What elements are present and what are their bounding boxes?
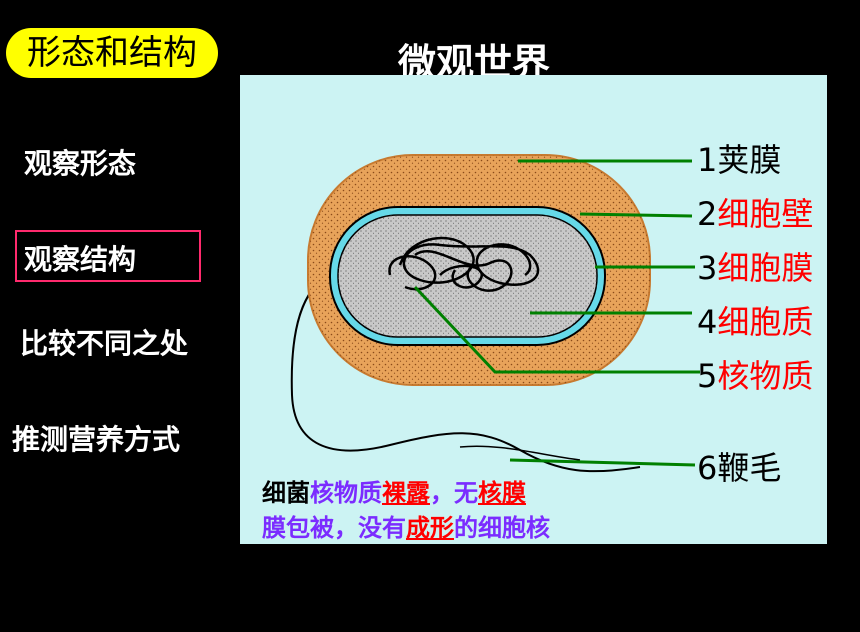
label-cytoplasm: 4细胞质 [697,297,813,343]
label-cell-wall: 2细胞壁 [697,189,813,235]
pointer-flagellum [509,458,696,467]
flagellum [290,272,641,473]
nuclear-material [388,236,540,292]
label-capsule: 1荚膜 [697,135,781,181]
label-flagellum: 6鞭毛 [697,443,781,489]
menu-observe-structure[interactable]: 观察结构 [24,243,137,276]
note-blank-answer: 核膜 [478,479,526,507]
note-text: 的细胞核 [454,514,550,542]
note-text: ，无 [430,479,478,507]
label-number: 6 [697,449,718,487]
bacteria-diagram-panel: 1荚膜 2细胞壁 3细胞膜 4细胞质 5核物质 6鞭毛 细菌核物质裸露，无核膜 … [240,75,827,544]
label-text: 荚膜 [717,141,782,179]
note-line-2: 膜包被，没有成形的细胞核 [262,508,550,543]
pointer-cell-wall [579,212,693,218]
label-number: 1 [697,141,718,179]
label-number: 3 [697,249,718,287]
note-text: 核物质 [310,479,382,507]
label-text: 细胞壁 [717,195,814,233]
menu-observe-shape[interactable]: 观察形态 [24,147,137,180]
note-text: 细菌 [262,479,310,507]
note-line-1: 细菌核物质裸露，无核膜 [262,473,526,508]
label-text: 鞭毛 [717,449,782,487]
label-cell-membrane: 3细胞膜 [697,243,813,289]
flagellum-end [459,445,581,461]
menu-infer-nutrition[interactable]: 推测营养方式 [12,423,181,456]
label-number: 4 [697,303,718,341]
label-number: 2 [697,195,718,233]
label-nuclear-material: 5核物质 [697,351,813,397]
pointer-nuclear-material [413,285,700,374]
bacteria-diagram [290,154,700,473]
menu-highlight-box [15,230,201,282]
label-text: 细胞膜 [717,249,814,287]
label-text: 细胞质 [717,303,814,341]
menu-compare-differences[interactable]: 比较不同之处 [20,327,189,360]
label-number: 5 [697,357,718,395]
label-text: 核物质 [717,357,814,395]
pointer-lines [413,159,700,467]
note-blank-answer: 裸露 [382,479,430,507]
note-blank-answer: 成形 [406,514,454,542]
section-badge: 形态和结构 [6,28,218,78]
note-text: 膜包被，没有 [262,514,406,542]
